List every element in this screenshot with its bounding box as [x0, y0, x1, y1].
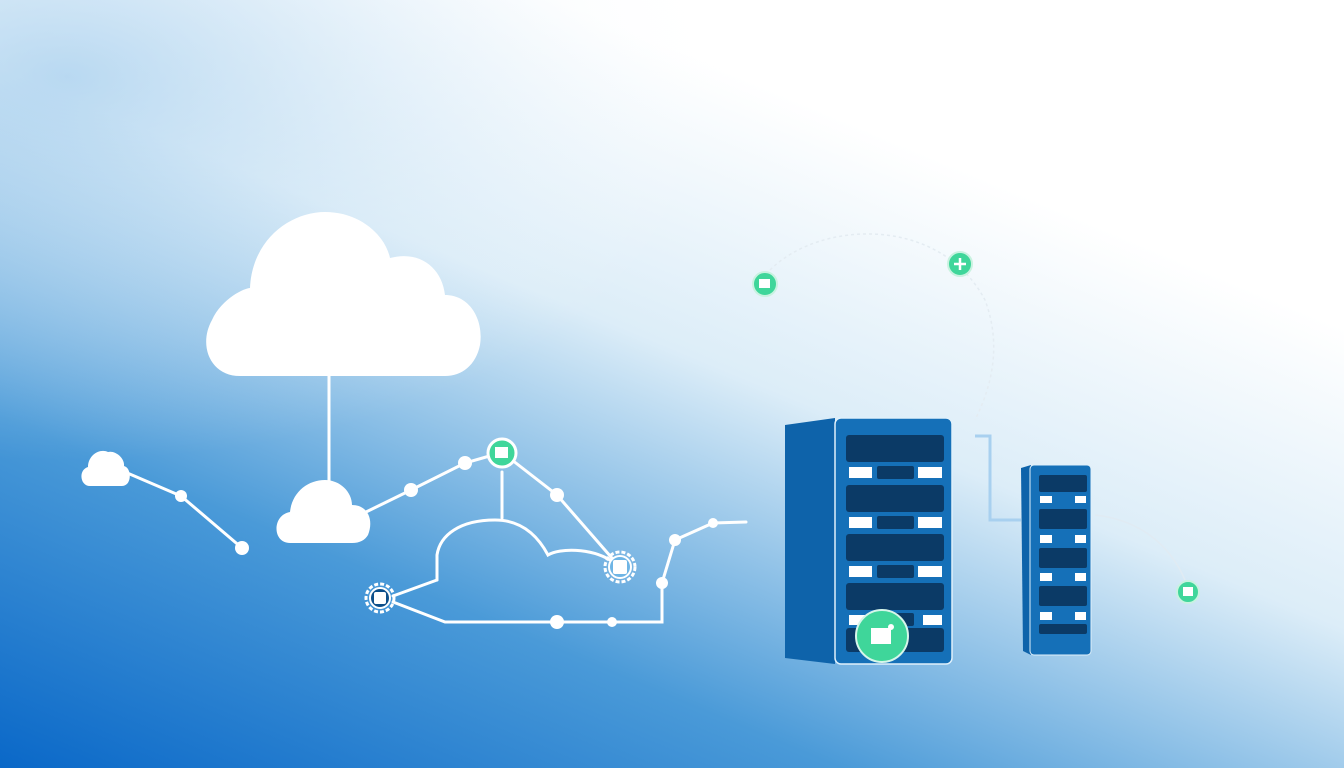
- dashed-arc: [769, 233, 995, 421]
- folder-node-icon: [486, 437, 518, 469]
- server-icon: [785, 417, 953, 665]
- cloud-icon: [81, 450, 130, 486]
- outline-cloud: [435, 518, 612, 582]
- folder-node-icon: [1176, 580, 1200, 604]
- cloud-icon: [276, 480, 371, 543]
- gear-node-icon: [364, 582, 396, 614]
- server-icon: [1021, 464, 1092, 656]
- cloud-icon: [206, 212, 481, 376]
- folder-node-icon: [752, 271, 778, 297]
- gear-node-icon: [603, 550, 637, 584]
- plus-node-icon: [947, 251, 973, 277]
- server-connector: [975, 434, 1021, 522]
- folder-node-icon: [855, 609, 909, 663]
